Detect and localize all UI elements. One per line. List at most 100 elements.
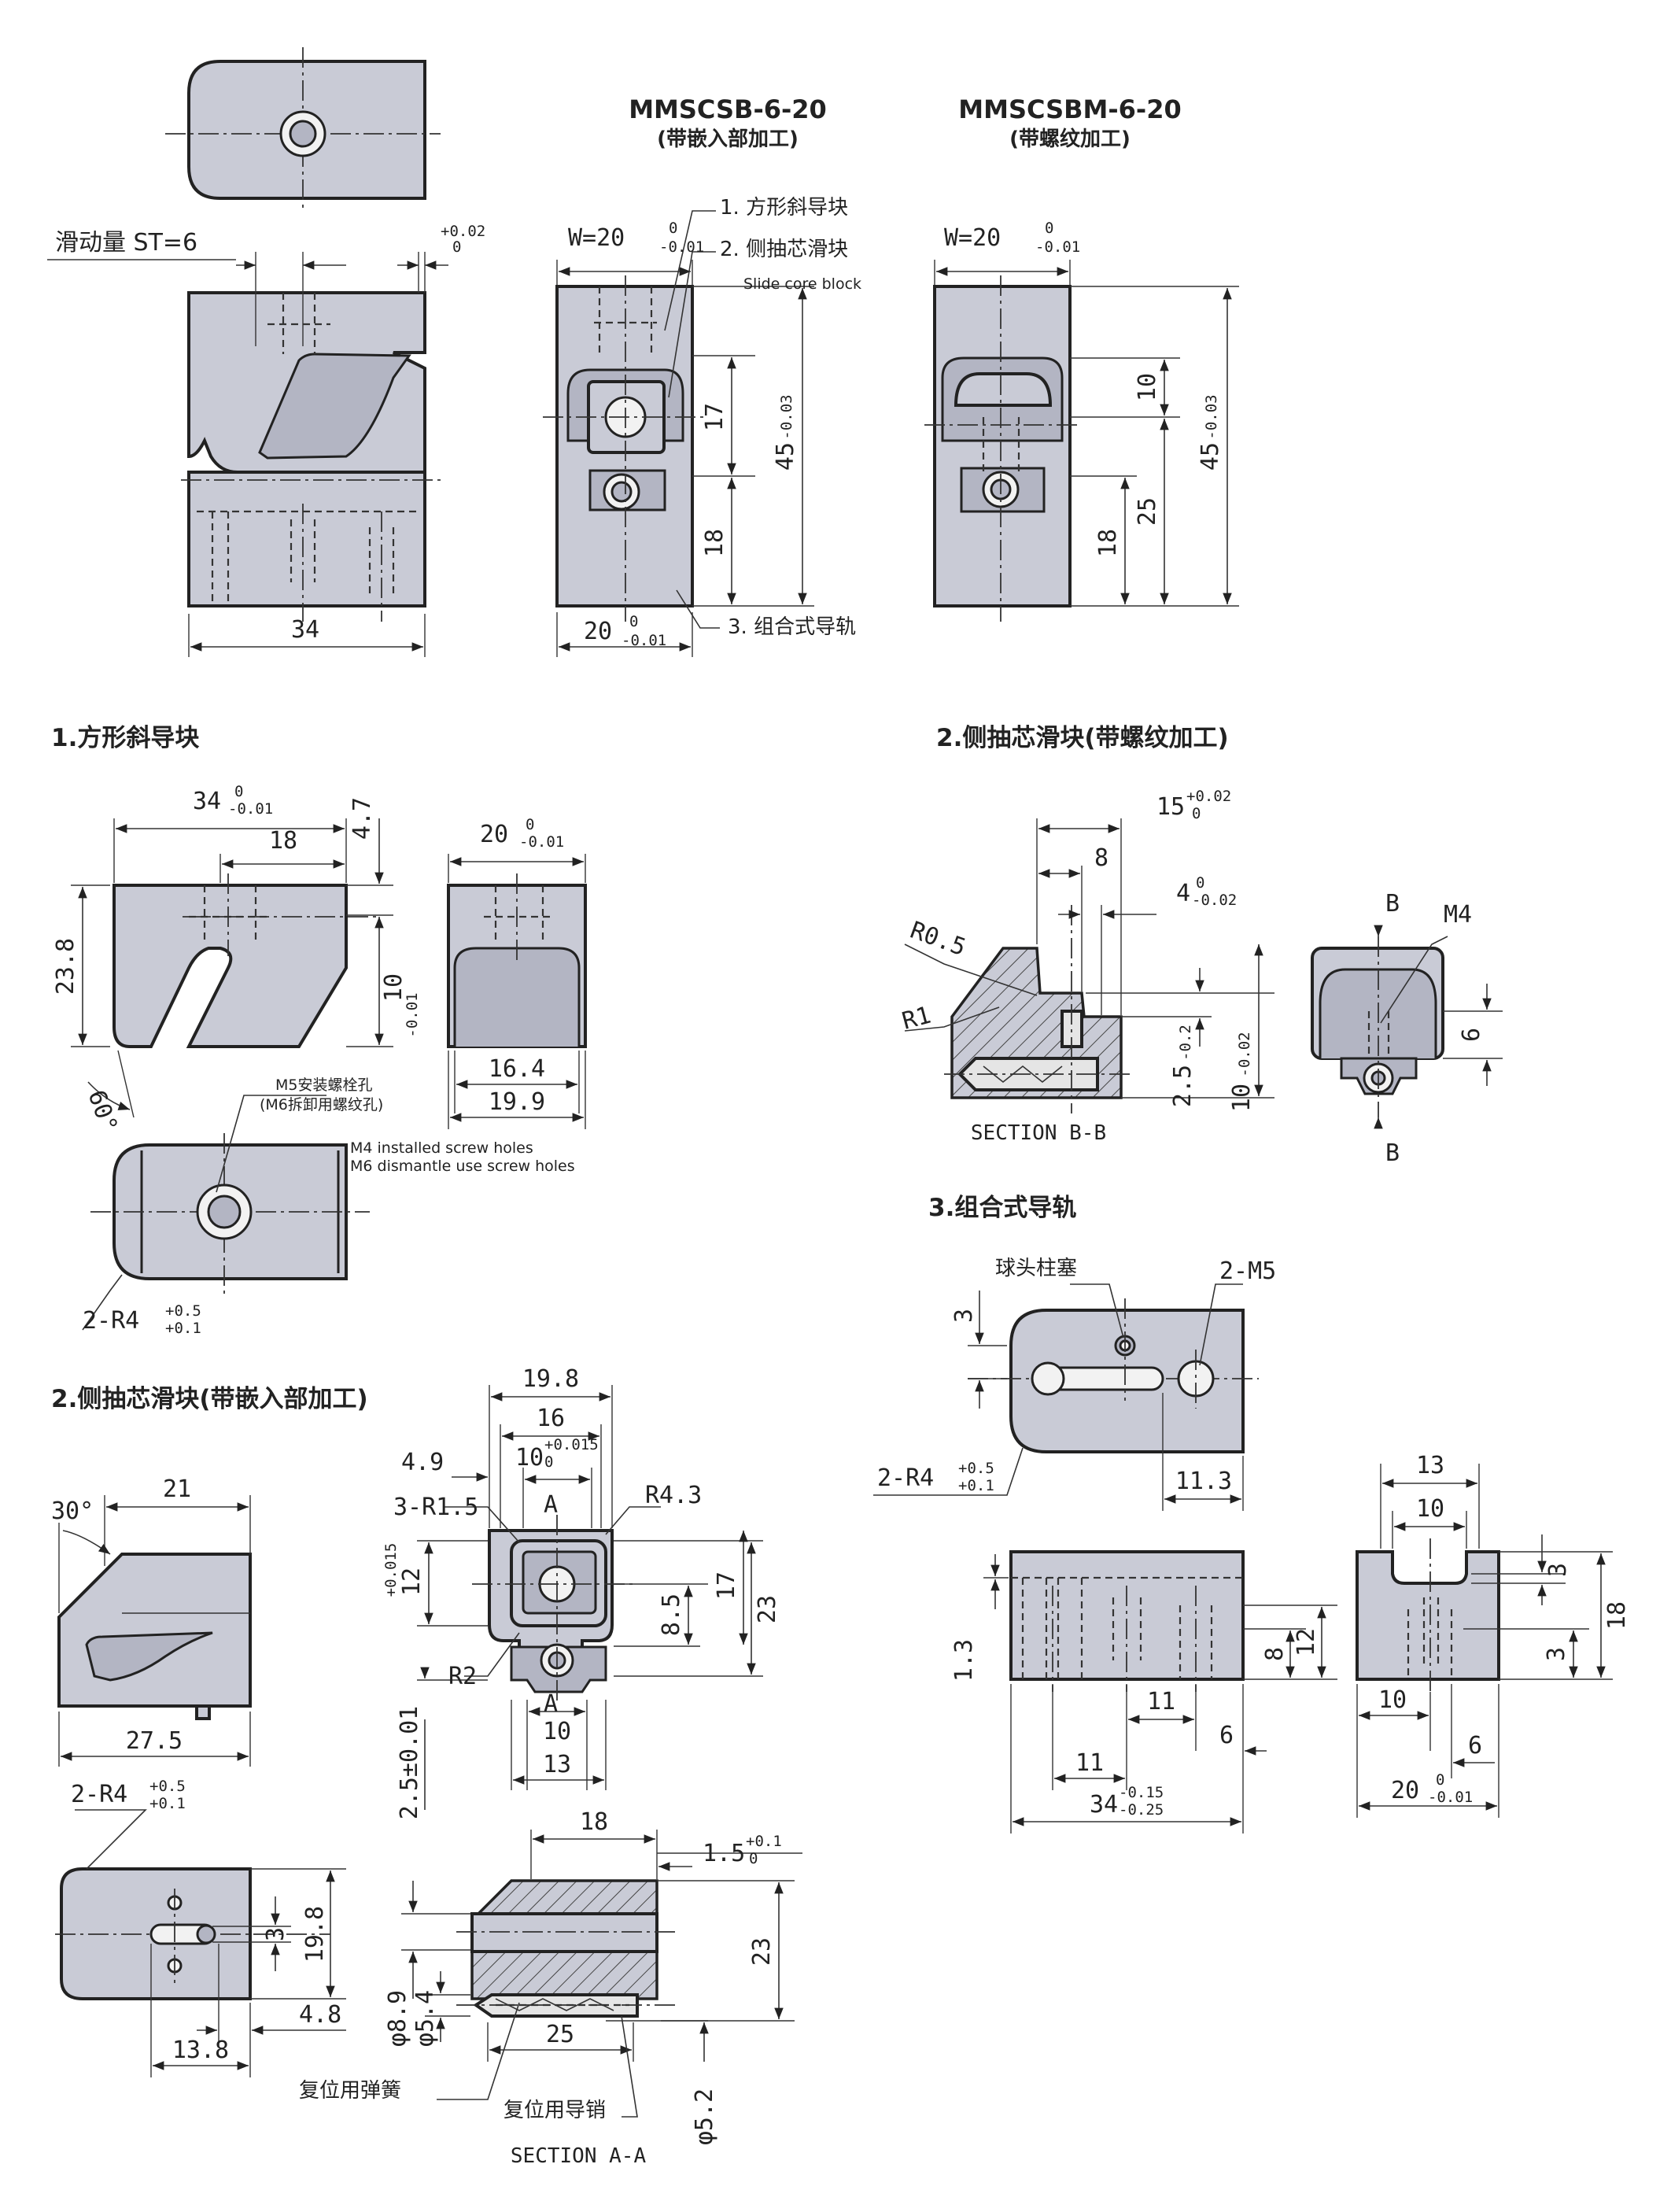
- s1-dim-10: 10: [380, 973, 408, 1002]
- s2-angle-30: 30°: [51, 1497, 94, 1525]
- s3-label-m5: 2-M5: [1219, 1257, 1276, 1285]
- s3-dim-18: 18: [1603, 1601, 1631, 1630]
- s2-front-dims: [417, 1385, 763, 1810]
- s3-tol-20-upper: 0: [1436, 1771, 1444, 1789]
- s2-dim-8-5: 8.5: [658, 1593, 685, 1636]
- top-left-dims: [47, 252, 448, 657]
- top-plan-view: [165, 47, 441, 212]
- tol-plus-002: +0.02: [441, 223, 485, 240]
- s3-dim-10-end: 10: [1378, 1686, 1407, 1714]
- s2-dim-3: 3: [262, 1927, 290, 1941]
- title-mmscsb: MMSCSB-6-20: [629, 94, 827, 124]
- s2-dim-4-9: 4.9: [401, 1449, 444, 1476]
- s1-tol-20-lower: -0.01: [519, 833, 564, 851]
- s3-tol-r4-upper: +0.5: [958, 1460, 994, 1477]
- s2-tol-1-5-upper: +0.1: [746, 1833, 782, 1850]
- dim-25-bm: 25: [1134, 497, 1161, 526]
- subtitle-mmscsbm: (带螺纹加工): [1009, 127, 1131, 151]
- s1-tol-r4-upper: +0.5: [165, 1302, 201, 1320]
- dim-18-bm: 18: [1094, 529, 1122, 557]
- s2-dim-5-2: φ5.2: [691, 2088, 718, 2145]
- s2r-tol-15-lower: 0: [1192, 805, 1201, 822]
- s1-note-m6: (M6拆卸用螺纹孔): [260, 1096, 383, 1113]
- s3-dim-11-bottom: 11: [1075, 1749, 1104, 1777]
- s2-side-dims: [58, 1495, 251, 1767]
- tol-20-bottom-lower: -0.01: [622, 632, 666, 649]
- callout-2: 2. 侧抽芯滑块: [720, 238, 848, 261]
- s1-dim-20: 20: [480, 821, 508, 848]
- heading-section-2-threaded: 2.侧抽芯滑块(带螺纹加工): [936, 724, 1229, 752]
- s2-r4-3: R4.3: [645, 1482, 702, 1509]
- s2-dim-4-8: 4.8: [299, 2001, 341, 2029]
- s2-tol-1-5-lower: 0: [749, 1850, 758, 1867]
- s1-tol-10: -0.01: [404, 992, 421, 1037]
- tol-45-b: -0.03: [778, 394, 795, 439]
- s1-front-dims: [71, 818, 393, 1118]
- s2-dim-10: 10: [515, 1444, 544, 1472]
- s3-tol-34-lower: -0.25: [1119, 1801, 1164, 1819]
- s1-dim-34: 34: [193, 788, 221, 815]
- s1-dim-19-9: 19.9: [489, 1088, 545, 1116]
- s2-dim-5-4: φ5.4: [411, 1990, 439, 2047]
- s2-section-a-bottom: A: [544, 1690, 558, 1718]
- s2r-dim-6: 6: [1458, 1028, 1485, 1042]
- s2-label-pin: 复位用导销: [504, 2099, 606, 2122]
- s2r-end-view: [1311, 925, 1503, 1129]
- s2-tol-10-upper: +0.015: [544, 1436, 599, 1453]
- s3-end-dims: [1356, 1464, 1613, 1818]
- tol-zero: 0: [452, 238, 461, 256]
- s2-dim-12: 12: [398, 1568, 426, 1596]
- s1-tol-34-upper: 0: [234, 783, 243, 800]
- s3-dim-3-end-top: 3: [1544, 1563, 1572, 1577]
- s2-dim-18: 18: [580, 1808, 608, 1836]
- s3-dim-6-end: 6: [1468, 1732, 1482, 1760]
- s3-dim-10: 10: [1416, 1495, 1444, 1523]
- dim-17: 17: [701, 403, 729, 431]
- tol-45-bm: -0.03: [1203, 394, 1220, 439]
- subtitle-mmscsb: (带嵌入部加工): [657, 127, 799, 151]
- s2-section-aa-label: SECTION A-A: [511, 2144, 647, 2168]
- tol-w20-b-lower: -0.01: [659, 238, 704, 256]
- s2r-dim-4: 4: [1176, 880, 1190, 907]
- s1-dim-4-7: 4.7: [349, 797, 376, 840]
- s2-dim-13-8: 13.8: [172, 2037, 229, 2064]
- s2-front-view: [472, 1515, 637, 1704]
- top-front-view-b: [543, 275, 708, 622]
- s2-plan-view: [55, 1867, 330, 2000]
- s3-dim-20: 20: [1391, 1777, 1419, 1804]
- s2-dim-25: 25: [546, 2021, 574, 2048]
- s2-dim-2-5: 2.5±0.01: [396, 1706, 423, 1820]
- s1-tol-r4-lower: +0.1: [165, 1320, 201, 1337]
- callout-3: 3. 组合式导轨: [728, 615, 856, 639]
- s2r-dim-8: 8: [1094, 844, 1108, 872]
- title-mmscsbm: MMSCSBM-6-20: [958, 94, 1181, 124]
- s1-front-view: [113, 873, 378, 1048]
- s3-plan-view: [968, 1298, 1259, 1453]
- s3-tol-r4-lower: +0.1: [958, 1477, 994, 1494]
- s2-dim-23: 23: [754, 1595, 781, 1623]
- s2-dim-23b: 23: [748, 1937, 776, 1966]
- s2-tol-10-lower: 0: [544, 1453, 553, 1471]
- s1-note-m4-en: M4 installed screw holes: [350, 1139, 533, 1157]
- dim-20-bottom: 20: [584, 618, 612, 645]
- s2-r1-5: 3-R1.5: [393, 1494, 478, 1521]
- s2r-tol-4-upper: 0: [1196, 874, 1204, 892]
- s2r-dim-10: 10: [1228, 1084, 1256, 1112]
- top-front-view-bm: [924, 275, 1082, 622]
- tol-w20-bm-upper: 0: [1045, 220, 1053, 237]
- s2r-m4: M4: [1444, 901, 1472, 929]
- s2r-r0-5: R0.5: [906, 917, 969, 962]
- s2-tol-r4-lower: +0.1: [149, 1795, 186, 1812]
- s2r-section-dims: [904, 818, 1274, 1099]
- s3-tol-34-upper: -0.15: [1119, 1784, 1164, 1801]
- heading-section-2: 2.侧抽芯滑块(带嵌入部加工): [51, 1385, 368, 1413]
- s1-dim-16-4: 16.4: [489, 1055, 545, 1083]
- s2-dim-10b: 10: [543, 1718, 571, 1745]
- s1-tol-20-upper: 0: [526, 816, 534, 833]
- s3-dim-11-top: 11: [1147, 1688, 1175, 1715]
- s2r-tol-2-5: -0.2: [1177, 1025, 1194, 1061]
- s1-tol-34-lower: -0.01: [228, 800, 273, 818]
- s2-dim-13: 13: [543, 1751, 571, 1778]
- drawing-text: MMSCSB-6-20 (带嵌入部加工) MMSCSBM-6-20 (带螺纹加工…: [51, 94, 1631, 2168]
